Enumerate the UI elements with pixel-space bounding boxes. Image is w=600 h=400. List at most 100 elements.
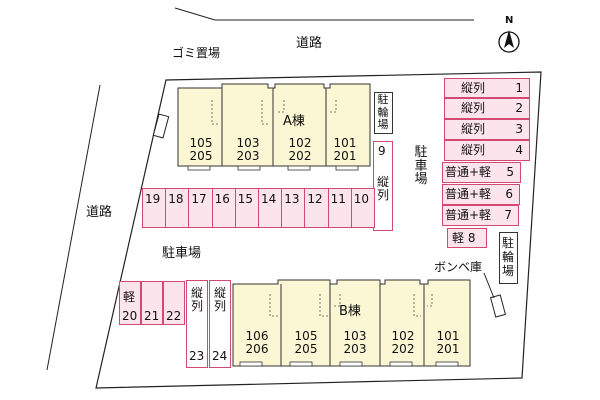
- road-top-edge-left: [174, 7, 216, 21]
- road-left-edge: [46, 84, 101, 371]
- slot-type: 縦列: [461, 81, 486, 95]
- building-b-shape: [232, 279, 471, 367]
- building-b-unit-4: 102 202: [383, 330, 423, 355]
- slot-number: 2: [515, 101, 523, 115]
- building-a-unit-1: 105 205: [181, 137, 221, 162]
- parking-slot-23: 縦列 23: [186, 280, 208, 368]
- parking-slot-20: 軽 20: [119, 281, 141, 325]
- slot-number: 15: [237, 192, 254, 206]
- building-b-unit-1: 106 206: [237, 330, 277, 355]
- parking-slot-8: 軽 8: [447, 228, 487, 248]
- slot-21-number: 21: [144, 309, 160, 323]
- parking-slot-1: 縦列 1: [444, 78, 530, 98]
- parking-slot-7: 普通+軽 7: [442, 205, 519, 226]
- unit-number-upper: 103: [343, 329, 367, 343]
- slot-number: 19: [145, 192, 161, 206]
- parking-slot-10: 10: [350, 188, 375, 228]
- unit-number-lower: 206: [245, 341, 269, 356]
- slot-number: 7: [504, 208, 512, 222]
- unit-number-lower: 201: [436, 341, 460, 356]
- north-label: N: [505, 15, 514, 26]
- slot-20-number: 20: [122, 309, 138, 323]
- slot-9-type: 縦列: [376, 175, 389, 202]
- parking-slot-16: 16: [211, 188, 236, 228]
- parking-slot-22: 22: [163, 281, 185, 325]
- slot-type: 縦列: [461, 143, 486, 157]
- parking-slot-11: 11: [327, 188, 352, 228]
- slot-22-number: 22: [166, 309, 182, 323]
- slot-24-type: 縦列: [213, 286, 226, 313]
- parking-slot-14: 14: [258, 188, 283, 228]
- unit-number-lower: 205: [294, 341, 318, 356]
- unit-number-upper: 102: [288, 136, 312, 150]
- parking-slot-17: 17: [188, 188, 213, 228]
- building-b-name: B棟: [339, 304, 361, 319]
- bike-parking-b-label: 駐輪場: [501, 236, 514, 278]
- slot-number: 14: [261, 192, 277, 206]
- parking-slot-21: 21: [141, 281, 163, 325]
- parking-slot-13: 13: [281, 188, 306, 228]
- gas-storage-box: [489, 294, 507, 318]
- slot-type: 縦列: [461, 122, 486, 136]
- building-a-unit-4: 101 201: [325, 137, 365, 162]
- building-a-name: A棟: [283, 114, 305, 129]
- bike-parking-a: 駐輪場: [374, 92, 393, 134]
- building-b-unit-5: 101 201: [428, 330, 468, 355]
- slot-20-type: 軽: [123, 290, 136, 304]
- gas-label-leader: [483, 272, 495, 299]
- unit-number-lower: 203: [236, 148, 260, 163]
- slot-type: 普通+軽: [445, 165, 492, 179]
- parking-slot-3: 縦列 3: [444, 119, 530, 140]
- gas-storage-label: ボンベ庫: [434, 260, 483, 274]
- unit-number-upper: 101: [333, 136, 357, 150]
- slot-23-number: 23: [189, 349, 205, 363]
- unit-number-upper: 106: [245, 329, 269, 343]
- unit-number-upper: 101: [436, 329, 460, 343]
- slot-number: 4: [515, 143, 523, 157]
- right-parking-text: 駐車場: [414, 145, 428, 188]
- slot-number: 18: [168, 192, 184, 206]
- parking-slot-9: 9 縦列: [373, 141, 393, 231]
- slot-number: 16: [214, 192, 230, 206]
- unit-number-lower: 203: [343, 341, 367, 356]
- slot-number: 1: [515, 81, 523, 95]
- unit-number-upper: 102: [391, 329, 415, 343]
- unit-number-lower: 205: [189, 148, 213, 163]
- slot-23-type: 縦列: [190, 286, 203, 313]
- parking-slot-6: 普通+軽 6: [442, 184, 520, 205]
- road-left-label: 道路: [86, 205, 113, 220]
- building-a-shape: [177, 83, 371, 171]
- main-parking-label: 駐車場: [162, 246, 202, 261]
- slot-number: 17: [191, 192, 207, 206]
- parking-slot-4: 縦列 4: [444, 140, 530, 161]
- slot-label: 軽 8: [452, 231, 476, 245]
- building-a-unit-2: 103 203: [228, 137, 268, 162]
- slot-number: 11: [330, 192, 346, 206]
- slot-number: 5: [506, 165, 514, 179]
- slot-number: 3: [515, 122, 523, 136]
- unit-number-lower: 201: [333, 148, 357, 163]
- unit-number-upper: 103: [236, 136, 260, 150]
- slot-9-number: 9: [378, 144, 386, 158]
- building-b-unit-3: 103 203: [335, 330, 375, 355]
- unit-number-lower: 202: [288, 148, 312, 163]
- slot-type: 普通+軽: [445, 187, 492, 201]
- slot-type: 縦列: [461, 101, 486, 115]
- unit-number-upper: 105: [189, 136, 213, 150]
- parking-slot-18: 18: [165, 188, 190, 228]
- parking-slot-2: 縦列 2: [444, 98, 530, 119]
- bike-parking-a-label: 駐輪場: [377, 93, 389, 131]
- slot-number: 12: [307, 192, 323, 206]
- slot-number: 10: [353, 192, 370, 206]
- unit-number-upper: 105: [294, 329, 318, 343]
- slot-24-number: 24: [212, 349, 228, 363]
- parking-slot-5: 普通+軽 5: [442, 162, 521, 183]
- garbage-area-label: ゴミ置場: [172, 46, 221, 60]
- parking-slot-15: 15: [234, 188, 259, 228]
- parking-slot-12: 12: [304, 188, 329, 228]
- building-a-unit-3: 102 202: [280, 137, 320, 162]
- bike-parking-b: 駐輪場: [499, 232, 518, 284]
- unit-number-lower: 202: [391, 341, 415, 356]
